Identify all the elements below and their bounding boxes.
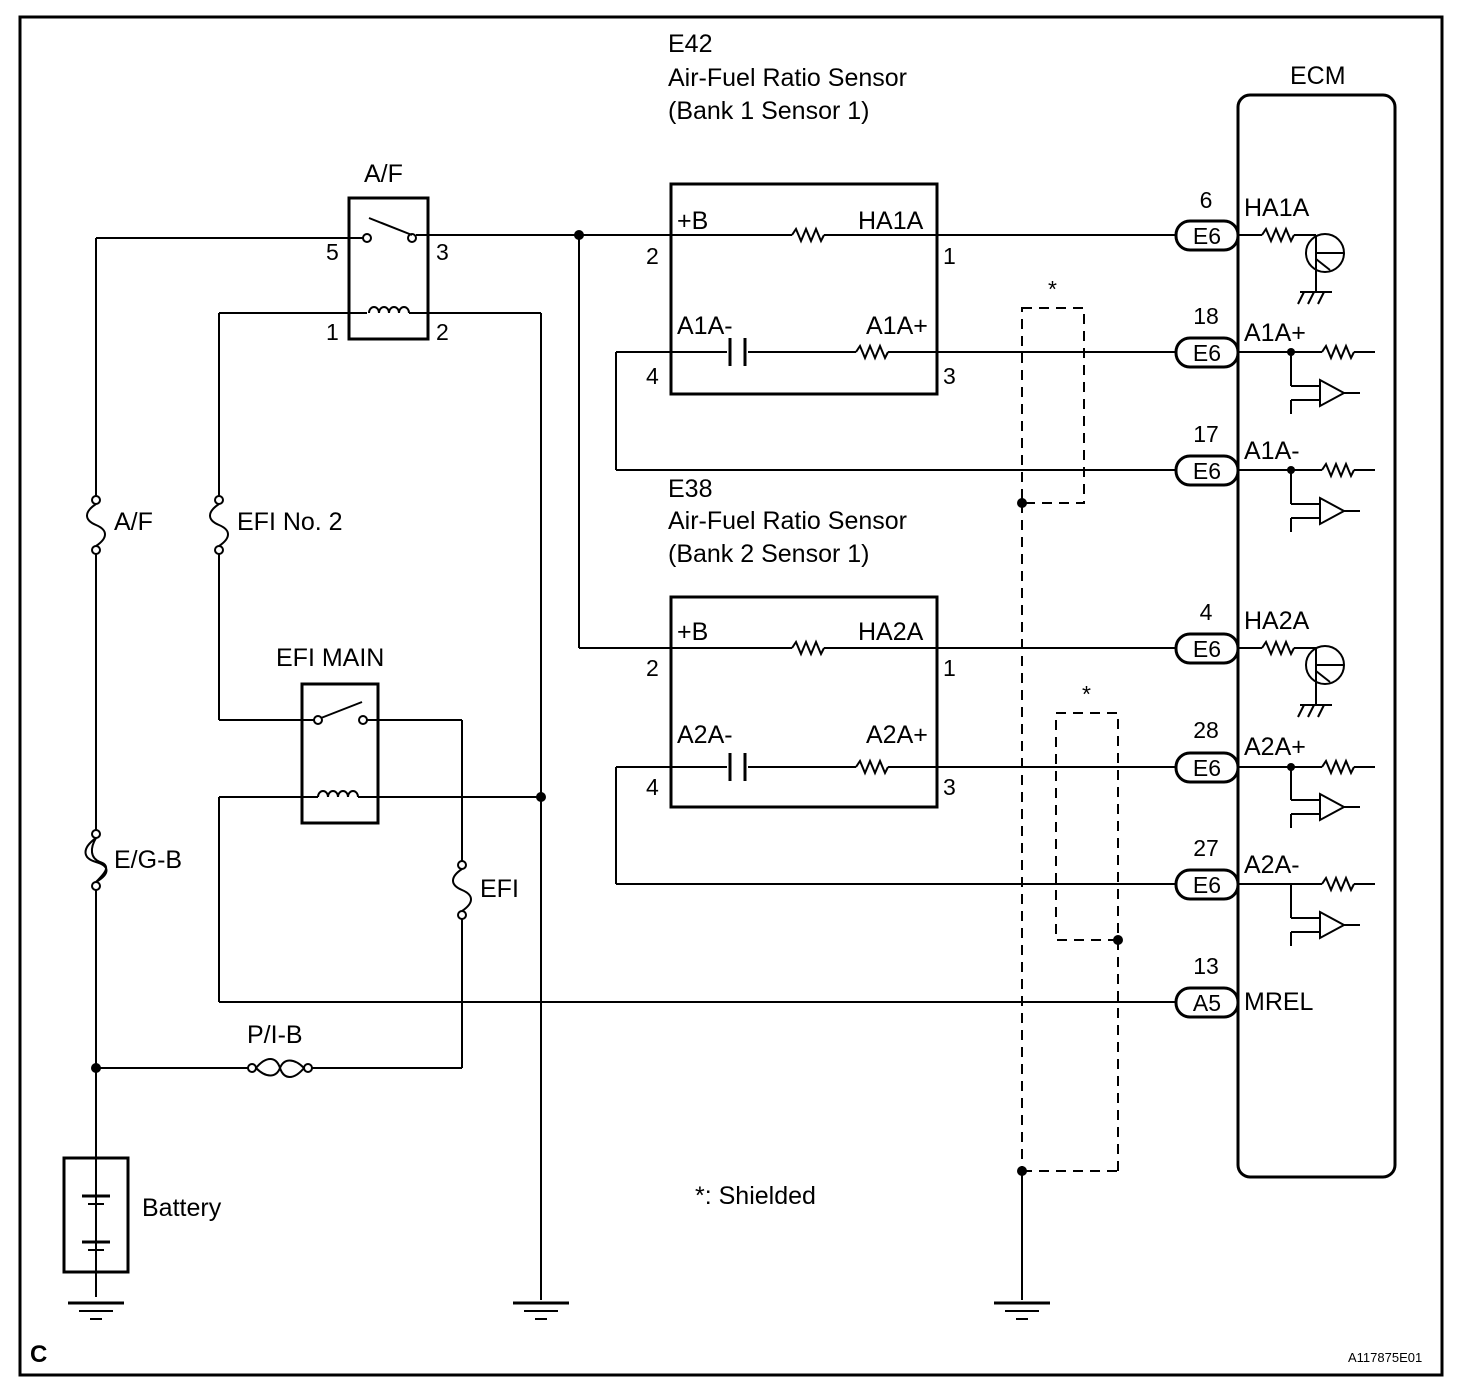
battery: Battery (62, 1156, 222, 1274)
terminal-pin-number: 28 (1193, 717, 1219, 743)
terminal-pin-number: 4 (1200, 599, 1213, 625)
ecm-signal-a1a-plus: A1A+ (1244, 319, 1306, 347)
ha1a-ground-icon (1297, 291, 1332, 305)
shield-bank2: * (1055, 681, 1123, 945)
coil-ground-junction (536, 792, 546, 802)
terminal-connector: A5 (1193, 990, 1221, 1016)
terminal-pin-number: 27 (1193, 835, 1219, 861)
efi-main-relay: EFI MAIN (276, 644, 384, 825)
ecm-terminal-ha2a: 4 E6 (1174, 599, 1240, 665)
battery-label: Battery (142, 1194, 222, 1222)
a1a-minus-amp-icon (1319, 496, 1347, 526)
power-supply-section: A/F E/G-B P/I-B (62, 160, 1176, 1320)
af-relay-pin-2: 2 (436, 319, 449, 345)
relay-ground-icon (513, 1301, 569, 1320)
ecm-signal-ha2a: HA2A (1244, 607, 1310, 635)
af-relay-pin-1: 1 (326, 319, 339, 345)
bank1-sensor-code: E42 (668, 30, 712, 58)
bank2-air-fuel-sensor: E38 Air-Fuel Ratio Sensor (Bank 2 Sensor… (646, 475, 956, 809)
af-relay: A/F 5 3 1 2 (326, 160, 449, 345)
ecm-terminal-a1a-minus: 17 E6 (1174, 421, 1240, 487)
bank1-pin-2: 2 (646, 243, 659, 269)
a2a-plus-amp-icon (1319, 792, 1347, 822)
efi-fuse-label: EFI (480, 875, 519, 903)
efi-no2-fuse: EFI No. 2 (209, 495, 343, 555)
bank1-pin-4: 4 (646, 363, 659, 389)
bank2-neg-label: A2A- (677, 721, 733, 749)
ha2a-ground-icon (1297, 704, 1332, 718)
bank1-air-fuel-sensor: E42 Air-Fuel Ratio Sensor (Bank 1 Sensor… (646, 30, 956, 396)
bank2-heater-label: HA2A (858, 618, 924, 646)
efi-fuse: EFI (452, 860, 519, 920)
shield-bank1: * (1017, 276, 1085, 508)
terminal-connector: E6 (1193, 872, 1221, 898)
bank2-pin-4: 4 (646, 774, 659, 800)
bank2-sensor-position: (Bank 2 Sensor 1) (668, 540, 870, 568)
ecm-terminal-a2a-plus: 28 E6 (1174, 717, 1240, 784)
af-fuse: A/F (86, 495, 153, 555)
egb-fusible-link-label: E/G-B (114, 846, 182, 874)
bank2-pin-3: 3 (943, 774, 956, 800)
ecm-signal-a2a-plus: A2A+ (1244, 733, 1306, 761)
shield-note: *: Shielded (695, 1182, 816, 1210)
a1a-plus-amp-icon (1319, 378, 1347, 408)
a2a-minus-amp-icon (1319, 910, 1347, 940)
af-fuse-label: A/F (114, 508, 153, 536)
bank1-sensor-position: (Bank 1 Sensor 1) (668, 97, 870, 125)
terminal-connector: E6 (1193, 458, 1221, 484)
bank1-pos-label: A1A+ (866, 312, 928, 340)
bank2-pb-label: +B (677, 618, 708, 646)
bank1-pin-1: 1 (943, 243, 956, 269)
egb-fusible-link: E/G-B (84, 829, 182, 891)
ecm-title: ECM (1290, 62, 1346, 90)
battery-ground-icon (68, 1301, 124, 1320)
af-relay-pin-3: 3 (436, 239, 449, 265)
ecm-signal-a2a-minus: A2A- (1244, 851, 1300, 879)
efi-main-relay-label: EFI MAIN (276, 644, 384, 672)
terminal-pin-number: 17 (1193, 421, 1219, 447)
ha2a-transistor-icon (1305, 645, 1345, 705)
bank1-pin-3: 3 (943, 363, 956, 389)
terminal-connector: E6 (1193, 223, 1221, 249)
efi-no2-fuse-label: EFI No. 2 (237, 508, 343, 536)
ecm-signal-mrel: MREL (1244, 988, 1314, 1016)
ecm-signal-ha1a: HA1A (1244, 194, 1310, 222)
terminal-connector: E6 (1193, 636, 1221, 662)
bank1-pb-label: +B (677, 207, 708, 235)
terminal-pin-number: 13 (1193, 953, 1219, 979)
shield-bank2-mark: * (1082, 681, 1091, 707)
ecm-signal-a1a-minus: A1A- (1244, 437, 1300, 465)
shield-ground-icon (994, 1301, 1050, 1320)
bank2-sensor-name: Air-Fuel Ratio Sensor (668, 507, 907, 535)
bank1-sensor-name: Air-Fuel Ratio Sensor (668, 64, 907, 92)
ecm-terminal-mrel: 13 A5 (1174, 953, 1240, 1019)
bank2-pin-2: 2 (646, 655, 659, 681)
diagram-frame (18, 15, 1444, 1377)
terminal-connector: E6 (1193, 755, 1221, 781)
bank2-sensor-code: E38 (668, 475, 712, 503)
shield-bank1-mark: * (1048, 276, 1057, 302)
ecm-terminal-a2a-minus: 27 E6 (1174, 835, 1240, 901)
terminal-pin-number: 6 (1200, 187, 1213, 213)
bank1-neg-label: A1A- (677, 312, 733, 340)
terminal-connector: E6 (1193, 340, 1221, 366)
corner-letter: C (30, 1341, 47, 1368)
ecm: ECM (1236, 62, 1397, 1179)
pib-fusible-link: P/I-B (247, 1021, 313, 1078)
terminal-pin-number: 18 (1193, 303, 1219, 329)
ha1a-transistor-icon (1305, 233, 1345, 292)
ecm-terminal-ha1a: 6 E6 (1174, 187, 1240, 252)
af-relay-label: A/F (364, 160, 403, 188)
figure-code: A117875E01 (1348, 1350, 1422, 1365)
af-relay-pin-5: 5 (326, 239, 339, 265)
ecm-terminal-a1a-plus: 18 E6 (1174, 303, 1240, 369)
bank2-pin-1: 1 (943, 655, 956, 681)
bank2-pos-label: A2A+ (866, 721, 928, 749)
bank1-heater-label: HA1A (858, 207, 924, 235)
pib-fusible-link-label: P/I-B (247, 1021, 303, 1049)
